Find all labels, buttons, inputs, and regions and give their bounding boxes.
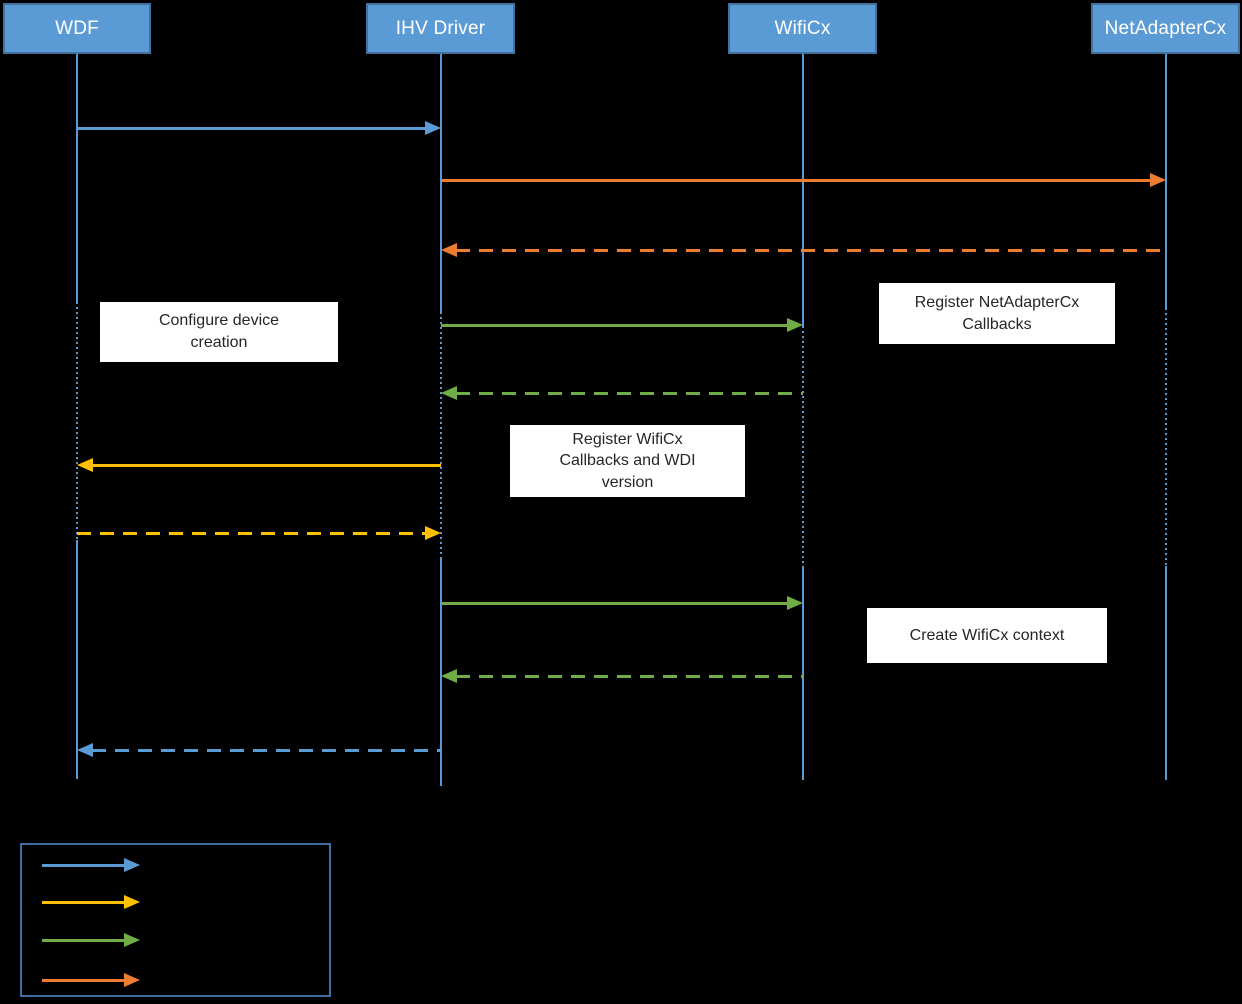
participant-netadaptercx: NetAdapterCx <box>1091 3 1240 54</box>
msg-ihv-to-wificx-solid-green-1-line <box>441 324 788 327</box>
participant-wdf: WDF <box>3 3 151 54</box>
msg-ihv-to-wificx-solid-green-2-line <box>441 602 788 605</box>
msg-ihv-to-wificx-solid-green-1 <box>441 317 803 333</box>
lifeline-wdf-dotted <box>76 302 78 540</box>
msg-wificx-to-ihv-dashed-green-2-line <box>456 675 803 678</box>
msg-netadaptercx-to-ihv-dashed-orange-arrowhead <box>441 243 457 257</box>
lifeline-netadaptercx-dotted <box>1165 308 1167 566</box>
msg-ihv-to-wificx-solid-green-2-arrowhead <box>787 596 803 610</box>
lifeline-netadaptercx-solid <box>1165 54 1167 308</box>
msg-wdf-to-ihv-solid-blue-line <box>77 127 426 130</box>
legend-orange-arrow-line <box>42 979 125 982</box>
legend-yellow-arrow-arrowhead <box>124 895 140 909</box>
msg-ihv-to-netadaptercx-solid-orange-arrowhead <box>1150 173 1166 187</box>
lifeline-wdf-solid <box>76 540 78 779</box>
lifeline-wificx-dotted <box>802 326 804 566</box>
legend-blue-arrow-arrowhead <box>124 858 140 872</box>
msg-netadaptercx-to-ihv-dashed-orange <box>441 242 1166 258</box>
msg-ihv-to-wdf-dashed-blue <box>77 742 441 758</box>
legend-green-arrow-line <box>42 939 125 942</box>
participant-ihv-driver: IHV Driver <box>366 3 515 54</box>
lifeline-ihv-driver-solid <box>440 54 442 312</box>
lifeline-netadaptercx-solid <box>1165 566 1167 780</box>
msg-ihv-to-wdf-solid-yellow <box>77 457 441 473</box>
legend-box <box>20 843 331 997</box>
msg-ihv-to-wdf-dashed-blue-line <box>92 749 441 752</box>
msg-ihv-to-wdf-solid-yellow-line <box>92 464 441 467</box>
msg-wificx-to-ihv-dashed-green-1-line <box>456 392 803 395</box>
msg-wificx-to-ihv-dashed-green-1 <box>441 385 803 401</box>
note-text: Register WifiCx Callbacks and WDI versio… <box>559 430 696 491</box>
note-text: Configure device creation <box>158 312 280 351</box>
lifeline-ihv-driver-dotted <box>440 312 442 558</box>
note-configure-device-creation: Configure device creation <box>100 302 338 362</box>
note-register-netadaptercx-callbacks: Register NetAdapterCx Callbacks <box>879 283 1115 344</box>
msg-ihv-to-wificx-solid-green-2 <box>441 595 803 611</box>
msg-ihv-to-netadaptercx-solid-orange <box>441 172 1166 188</box>
legend-green-arrow-arrowhead <box>124 933 140 947</box>
msg-ihv-to-wdf-dashed-blue-arrowhead <box>77 743 93 757</box>
note-register-wificx-callbacks: Register WifiCx Callbacks and WDI versio… <box>510 425 745 497</box>
msg-wdf-to-ihv-solid-blue-arrowhead <box>425 121 441 135</box>
legend-blue-arrow-line <box>42 864 125 867</box>
msg-wdf-to-ihv-dashed-yellow <box>77 525 441 541</box>
msg-wificx-to-ihv-dashed-green-1-arrowhead <box>441 386 457 400</box>
msg-wificx-to-ihv-dashed-green-2-arrowhead <box>441 669 457 683</box>
msg-wdf-to-ihv-solid-blue <box>77 120 441 136</box>
legend-green-arrow <box>42 932 140 948</box>
msg-wdf-to-ihv-dashed-yellow-arrowhead <box>425 526 441 540</box>
msg-ihv-to-wdf-solid-yellow-arrowhead <box>77 458 93 472</box>
msg-wdf-to-ihv-dashed-yellow-line <box>77 532 426 535</box>
participant-wificx: WifiCx <box>728 3 877 54</box>
lifeline-wificx-solid <box>802 54 804 326</box>
msg-ihv-to-netadaptercx-solid-orange-line <box>441 179 1151 182</box>
lifeline-wificx-solid <box>802 566 804 780</box>
msg-wificx-to-ihv-dashed-green-2 <box>441 668 803 684</box>
legend-blue-arrow <box>42 857 140 873</box>
legend-yellow-arrow <box>42 894 140 910</box>
legend-orange-arrow <box>42 972 140 988</box>
msg-ihv-to-wificx-solid-green-1-arrowhead <box>787 318 803 332</box>
legend-orange-arrow-arrowhead <box>124 973 140 987</box>
note-text: Register NetAdapterCx Callbacks <box>914 293 1080 333</box>
msg-netadaptercx-to-ihv-dashed-orange-line <box>456 249 1166 252</box>
lifeline-wdf-solid <box>76 54 78 302</box>
note-text: Create WifiCx context <box>909 626 1065 644</box>
note-create-wificx-context: Create WifiCx context <box>867 608 1107 663</box>
legend-yellow-arrow-line <box>42 901 125 904</box>
